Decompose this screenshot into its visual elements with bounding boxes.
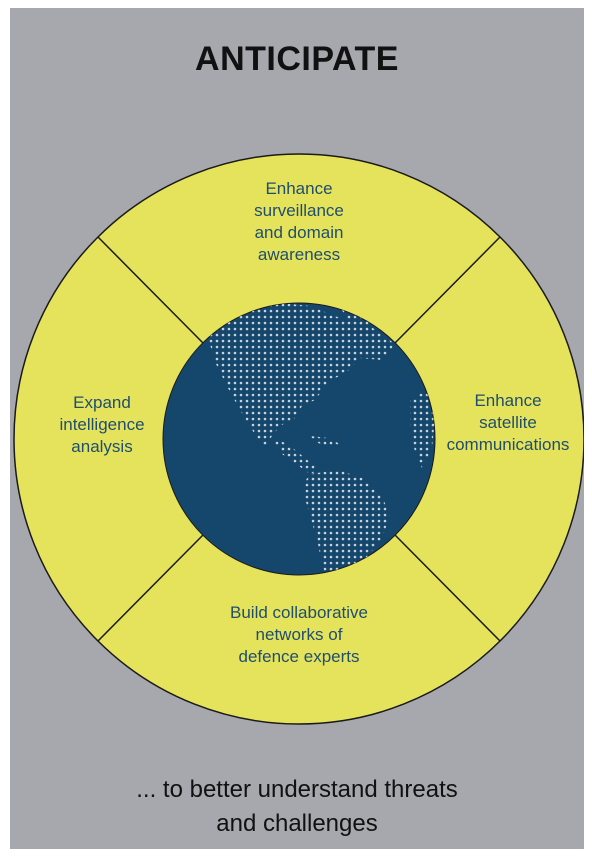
divider-bottom-left — [97, 534, 204, 642]
diagram-footer: ... to better understand threats and cha… — [136, 776, 458, 837]
segment-label-left: Expand intelligence analysis — [59, 393, 145, 456]
divider-bottom-right — [394, 534, 501, 642]
north-america-shape — [208, 303, 395, 446]
divider-top-right — [394, 236, 501, 344]
caribbean-shape — [310, 436, 340, 448]
segment-label-top: Enhance surveillance and domain awarenes… — [254, 179, 344, 264]
segment-label-bottom: Build collaborative networks of defence … — [230, 603, 368, 666]
south-america-shape — [302, 470, 390, 575]
diagram-panel: ANTICIPATE — [10, 8, 584, 849]
africa-edge-shape — [410, 388, 435, 468]
ring-diagram — [13, 153, 584, 725]
divider-top-left — [97, 236, 204, 344]
globe — [162, 302, 436, 576]
diagram-title: ANTICIPATE — [195, 40, 399, 78]
central-america-shape — [272, 438, 320, 474]
segment-label-right: Enhance satellite communications — [446, 391, 570, 454]
